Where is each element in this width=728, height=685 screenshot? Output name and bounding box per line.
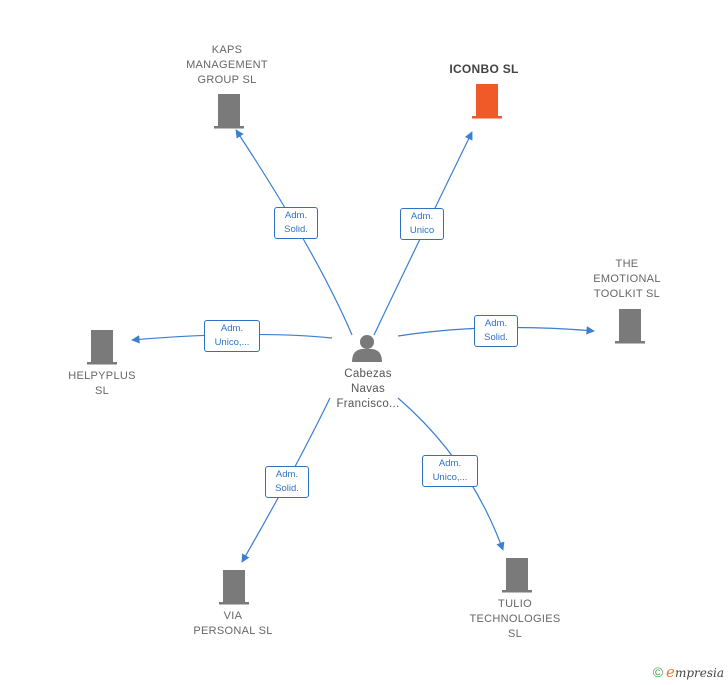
role-badge-iconbo: Adm. Unico	[400, 208, 444, 240]
edge-iconbo	[373, 131, 473, 336]
role-badge-emotional: Adm. Solid.	[474, 315, 518, 347]
copyright-symbol: ©	[652, 664, 664, 680]
building-icon-kaps[interactable]	[214, 94, 244, 129]
company-label-via[interactable]: VIA PERSONAL SL	[193, 610, 273, 637]
edge-kaps	[235, 129, 353, 336]
role-badge-tulio: Adm. Unico,...	[422, 455, 478, 487]
role-badge-kaps: Adm. Solid.	[274, 207, 318, 239]
role-badge-via: Adm. Solid.	[265, 466, 309, 498]
empresia-logo: © empresia	[653, 663, 724, 681]
person-icon[interactable]	[352, 335, 382, 362]
building-icon-tulio[interactable]	[502, 558, 532, 593]
company-label-kaps[interactable]: KAPS MANAGEMENT GROUP SL	[186, 44, 268, 86]
company-label-helpyplus[interactable]: HELPYPLUS SL	[68, 370, 136, 397]
building-icon-helpyplus[interactable]	[87, 330, 117, 365]
building-icon-via[interactable]	[219, 570, 249, 605]
company-label-tulio[interactable]: TULIO TECHNOLOGIES SL	[469, 598, 561, 640]
person-name[interactable]: Cabezas Navas Francisco...	[336, 368, 400, 410]
building-icon-emotional[interactable]	[615, 309, 645, 344]
building-icon-iconbo[interactable]	[472, 84, 502, 119]
role-badge-helpyplus: Adm. Unico,...	[204, 320, 260, 352]
company-label-emotional[interactable]: THE EMOTIONAL TOOLKIT SL	[593, 258, 661, 300]
company-label-iconbo[interactable]: ICONBO SL	[449, 62, 519, 76]
brand-name: empresia	[666, 663, 724, 681]
